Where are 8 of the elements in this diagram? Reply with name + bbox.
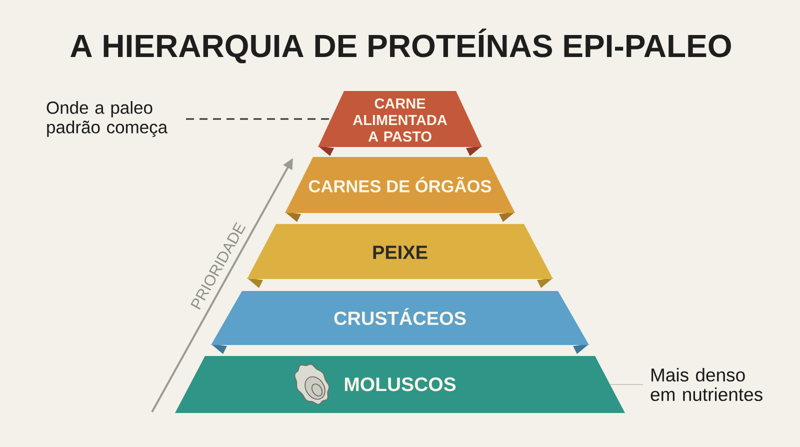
leader-line [186,118,331,120]
pyramid-tier: CARNE ALIMENTADA A PASTO [318,91,482,156]
annotation-text: Onde a paleo padrão começa [46,101,168,137]
title: A HIERARQUIA DE PROTEÍNAS EPI-PALEO [70,28,731,64]
pyramid-tier: PEIXE [247,224,553,288]
leader-line [610,384,644,385]
annotation-text: Mais denso em nutrientes [650,368,762,402]
pyramid-tier: CARNES DE ÓRGÃOS [285,157,515,222]
